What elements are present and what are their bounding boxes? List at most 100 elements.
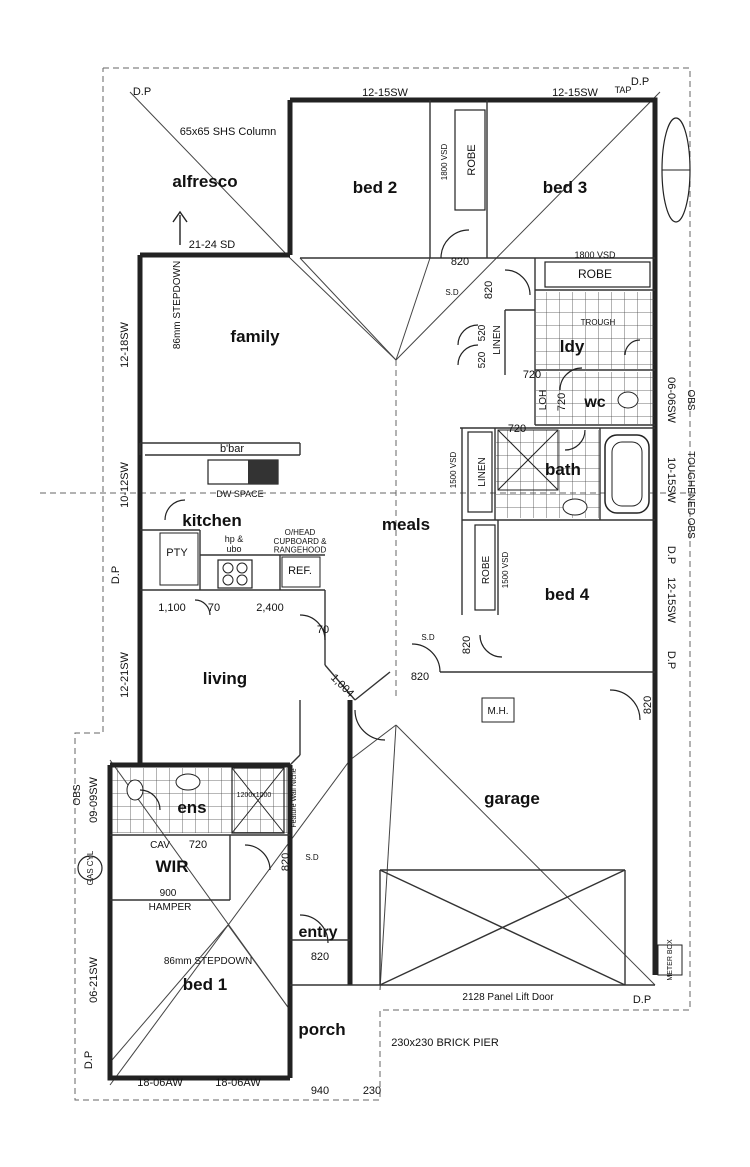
room-bed1: bed 1 <box>183 975 227 994</box>
mh-label: M.H. <box>487 706 508 717</box>
window-bath-side: 10-15SW <box>665 457 677 503</box>
window-labels: 12-15SW 12-15SW 21-24 SD 12-18SW 10-12SW… <box>88 87 677 1089</box>
dim-230: 230 <box>363 1085 381 1097</box>
window-family-side: 12-18SW <box>119 321 131 367</box>
pantry <box>159 532 199 586</box>
dp-right-mid: D.P <box>665 546 677 564</box>
vanity-basin <box>562 498 588 516</box>
wet-area-tiling <box>112 292 654 833</box>
room-bed2: bed 2 <box>353 178 397 197</box>
stepdown-bed1: 86mm STEPDOWN <box>164 956 252 967</box>
robe-bed4-vsd: 1500 VSD <box>501 552 510 589</box>
lob-label: LOH <box>538 390 549 411</box>
dim-70a: 70 <box>208 602 220 614</box>
hp-ubo-label: hp &ubo <box>225 534 244 554</box>
dp-top-left: D.P <box>133 86 151 98</box>
panel-lift-label: 2128 Panel Lift Door <box>462 992 554 1003</box>
room-ens: ens <box>177 798 206 817</box>
fridge-space <box>281 556 321 588</box>
dim-bed2-door: 820 <box>451 256 469 268</box>
room-garage: garage <box>484 789 540 808</box>
dw-space-label: DW SPACE <box>216 489 263 499</box>
window-bed1-side: 06-21SW <box>88 956 100 1002</box>
brick-pier-label: 230x230 BRICK PIER <box>391 1037 499 1049</box>
ref-label: REF. <box>288 565 312 577</box>
interior-walls <box>110 100 655 986</box>
dp-left-bottom: D.P <box>83 1051 95 1069</box>
room-bath: bath <box>545 460 581 479</box>
obs-left-label: OBS <box>72 784 83 805</box>
hamper-label: HAMPER <box>149 902 192 913</box>
robe-bed3 <box>544 261 651 288</box>
sd-bed1: S.D <box>305 853 319 862</box>
manhole <box>481 697 515 723</box>
obs-right-label: OBS <box>685 389 696 410</box>
stepdown-family: 86mm STEPDOWN <box>172 261 183 349</box>
gas-cylinder <box>77 855 103 881</box>
window-top-right: 12-15SW <box>552 87 598 99</box>
room-labels: alfresco bed 2 bed 3 family ldy wc bath … <box>155 172 605 1039</box>
bath-tub <box>604 434 650 514</box>
linen-bath-label: LINEN <box>477 457 488 486</box>
wc-toilet <box>617 391 639 409</box>
fixtures <box>77 109 691 976</box>
cooktop <box>217 559 253 589</box>
robe-bed4-label: ROBE <box>481 556 492 585</box>
dim-940: 940 <box>311 1085 329 1097</box>
door-swings <box>139 229 641 944</box>
dim-ldy-door: 720 <box>523 369 541 381</box>
robe-bed3-vsd: 1800 VSD <box>574 250 616 260</box>
window-wc-side: 06-06SW <box>665 377 677 423</box>
toughened-obs-label: TOUGHENED OBS <box>685 451 696 539</box>
dim-2400: 2,400 <box>256 602 284 614</box>
window-bed4-side: 12-15SW <box>665 577 677 623</box>
sd-bed3: S.D <box>445 288 459 297</box>
window-bed1-bottom-right: 18-06AW <box>215 1077 261 1089</box>
linen-press <box>467 431 493 513</box>
sd-meals: S.D <box>421 633 435 642</box>
window-kitchen-side: 10-12SW <box>119 461 131 507</box>
dim-bath-door: 720 <box>508 423 526 435</box>
room-wir: WIR <box>155 857 188 876</box>
room-bed3: bed 3 <box>543 178 587 197</box>
dim-shower: 1200x1000 <box>237 792 272 799</box>
room-living: living <box>203 669 247 688</box>
window-living-side: 12-21SW <box>119 651 131 697</box>
room-family: family <box>230 327 280 346</box>
room-alfresco: alfresco <box>172 172 237 191</box>
dim-1100: 1,100 <box>158 602 186 614</box>
gas-cyl-label: GAS CYL <box>86 850 95 885</box>
window-ens-side: 09-09SW <box>88 776 100 822</box>
dp-left-mid: D.P <box>110 566 122 584</box>
room-kitchen: kitchen <box>182 511 242 530</box>
dim-entry-door: 820 <box>311 951 329 963</box>
annotation-labels: D.P D.P TAP 65x65 SHS Column ROBE 1800 V… <box>72 76 696 1069</box>
dim-900: 900 <box>160 888 177 899</box>
dim-garage-door: 820 <box>411 671 429 683</box>
ens-shower <box>231 767 285 834</box>
bath-shower <box>497 429 559 491</box>
dim-70b: 70 <box>317 624 329 636</box>
alfresco-arrow <box>172 210 188 245</box>
room-porch: porch <box>298 1020 345 1039</box>
dp-right-lower: D.P <box>665 651 677 669</box>
trough-label: TROUGH <box>581 318 616 327</box>
robe-bed3-label: ROBE <box>578 267 612 281</box>
dim-linen-2: 520 <box>477 351 488 368</box>
column-label: 65x65 SHS Column <box>180 126 277 138</box>
room-ldy: ldy <box>560 337 585 356</box>
room-meals: meals <box>382 515 430 534</box>
room-entry: entry <box>298 924 337 941</box>
dim-wir-door: 720 <box>189 839 207 851</box>
dim-wc-door: 720 <box>556 393 568 411</box>
robe-bed4 <box>474 524 496 611</box>
window-alfresco-door: 21-24 SD <box>189 239 236 251</box>
window-top-left: 12-15SW <box>362 87 408 99</box>
feature-wall-label: Feature Wall Niche <box>291 768 298 827</box>
robe-bed2-label: ROBE <box>466 144 478 175</box>
exterior-walls <box>107 97 658 1081</box>
linen-bath-vsd: 1500 VSD <box>449 452 458 489</box>
dim-garage-side-door: 820 <box>642 696 654 714</box>
